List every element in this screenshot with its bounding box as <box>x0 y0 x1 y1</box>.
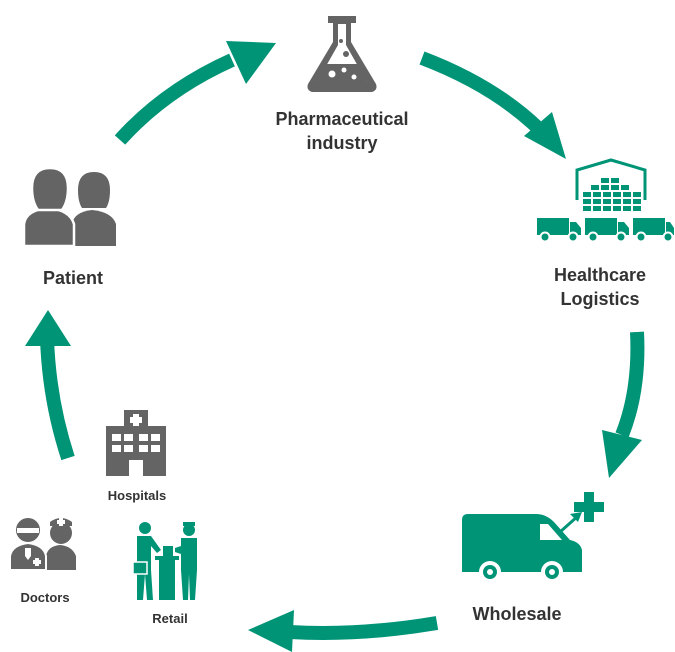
arrowhead-pharma-to-logistics <box>524 112 566 159</box>
pharma-label-line1: Pharmaceutical <box>275 109 409 129</box>
logistics-label-line2: Logistics <box>560 289 640 310</box>
hospitals-label: Hospitals <box>107 488 167 503</box>
pharma-label: Pharmaceutical industry <box>247 107 437 156</box>
arrow-wholesale-to-retail <box>289 616 439 640</box>
retail-label: Retail <box>152 611 188 626</box>
arrowhead-logistics-to-wholesale <box>602 430 642 478</box>
arrowhead-wholesale-to-retail <box>248 610 294 652</box>
wholesale-label: Wholesale <box>472 604 562 624</box>
doctors-icon <box>9 516 76 571</box>
arrow-logistics-to-wholesale <box>615 331 645 438</box>
pharma-label-line2: industry <box>306 133 378 154</box>
patients-icon <box>22 166 116 248</box>
patient-label: Patient <box>42 268 103 288</box>
arrow-hospitals-to-patient <box>40 337 75 461</box>
hospital-building-icon <box>106 410 166 476</box>
logistics-label-line1: Healthcare <box>553 265 647 285</box>
warehouse-trucks-icon <box>537 158 674 243</box>
van-icon <box>462 492 604 583</box>
arrow-pharma-to-logistics <box>419 51 543 134</box>
logistics-label: Healthcare Logistics <box>530 263 670 312</box>
pharmacy-counter-icon <box>133 522 197 600</box>
flask-icon <box>307 16 377 92</box>
arrow-patient-to-pharma <box>114 53 235 145</box>
arrowhead-patient-to-pharma <box>226 41 276 84</box>
arrowhead-hospitals-to-patient <box>25 310 71 346</box>
doctors-label: Doctors <box>20 590 70 605</box>
